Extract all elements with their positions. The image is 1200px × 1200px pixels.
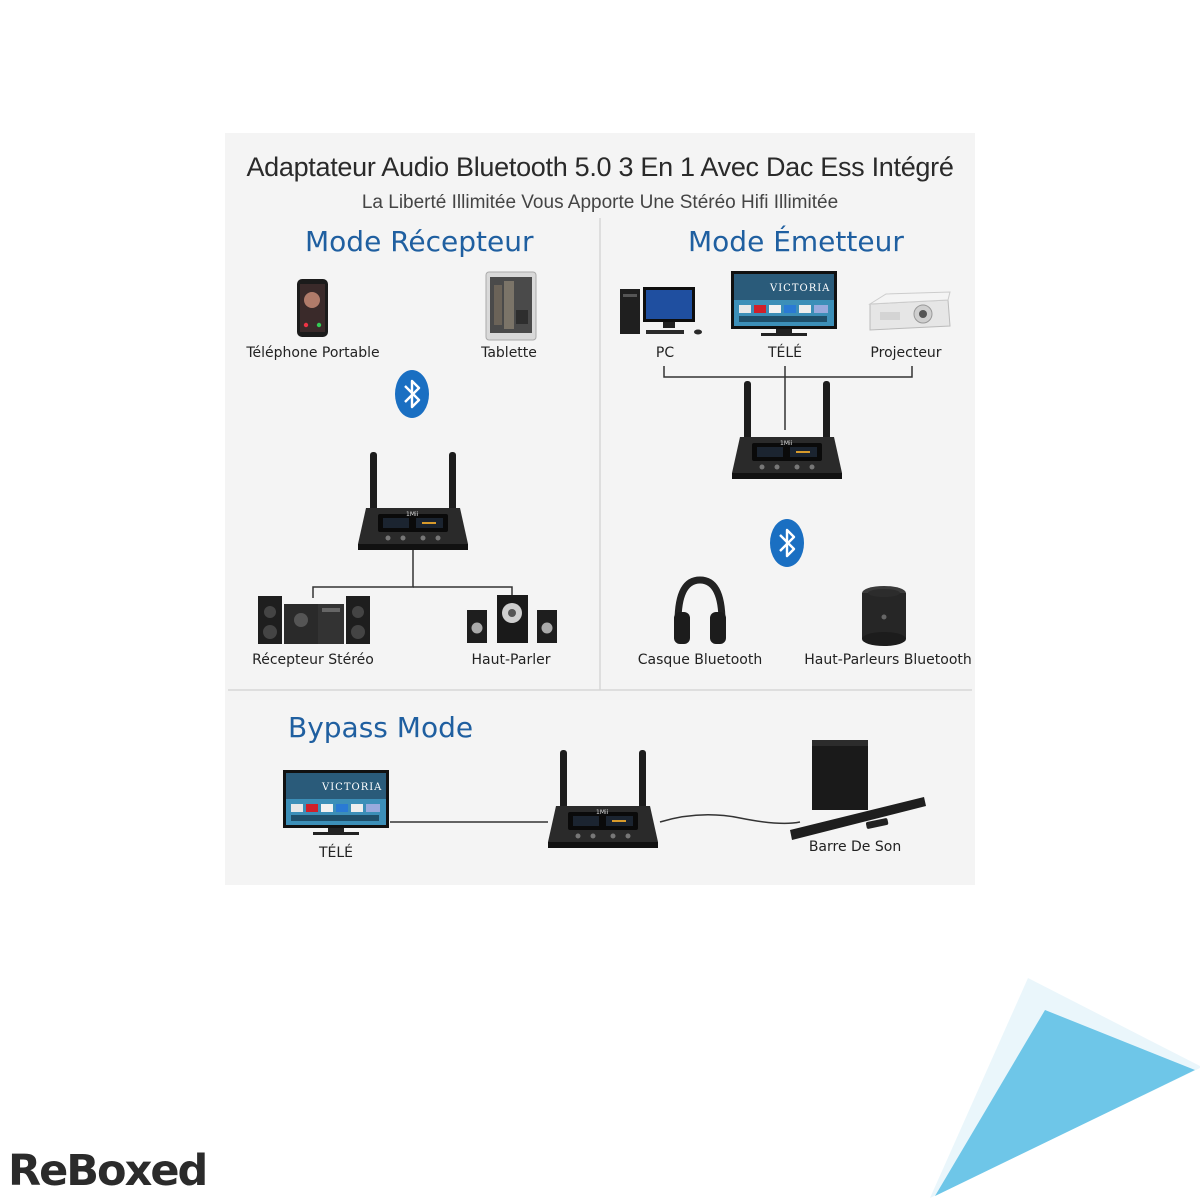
receiver-mode-title: Mode Récepteur — [305, 225, 534, 258]
headphones-icon — [674, 576, 726, 644]
adapter-brand: 1Mii — [406, 511, 419, 518]
label-tablet: Tablette — [481, 345, 537, 361]
label-soundbar: Barre De Son — [808, 839, 902, 855]
transmitter-mode-title: Mode Émetteur — [688, 225, 904, 258]
soundbar-icon — [790, 740, 926, 840]
reboxed-logo: ReBoxed — [8, 1146, 208, 1196]
label-stereo-receiver: Récepteur Stéréo — [252, 652, 374, 668]
label-bypass-tv: TÉLÉ — [318, 845, 354, 861]
adapter-brand: 1Mii — [780, 440, 793, 447]
adapter-icon — [732, 381, 842, 479]
tv-screen-brand: VICTORIA — [322, 782, 383, 793]
connector-line — [663, 366, 913, 378]
page-subtitle: La Liberté Illimitée Vous Apporte Une St… — [361, 192, 839, 213]
adapter-icon — [358, 452, 468, 550]
bluetooth-icon — [393, 368, 431, 420]
connector-line — [659, 814, 801, 825]
adapter-icon — [548, 750, 658, 848]
page-curl-decoration — [930, 978, 1200, 1198]
tv-icon — [731, 271, 837, 336]
label-pc: PC — [655, 345, 675, 361]
projector-icon — [868, 291, 951, 331]
adapter-brand: 1Mii — [596, 809, 609, 816]
stereo-icon — [258, 596, 370, 644]
bluetooth-speaker-icon — [862, 586, 906, 646]
connector-line — [413, 586, 513, 597]
tv-screen-brand: VICTORIA — [770, 283, 831, 294]
label-projector: Projecteur — [870, 345, 942, 361]
tv-icon — [283, 770, 389, 835]
connector-line — [312, 550, 414, 598]
label-bluetooth-headphones: Casque Bluetooth — [637, 652, 763, 668]
smartphone-icon — [297, 279, 328, 337]
label-smartphone: Téléphone Portable — [246, 345, 380, 361]
bypass-mode-title: Bypass Mode — [288, 711, 474, 744]
bluetooth-icon — [768, 517, 806, 569]
pc-icon — [620, 287, 702, 335]
page-title: Adaptateur Audio Bluetooth 5.0 3 En 1 Av… — [246, 152, 954, 182]
tablet-icon — [485, 271, 537, 341]
label-bluetooth-speakers: Haut-Parleurs Bluetooth — [804, 652, 972, 668]
label-speaker: Haut-Parler — [471, 652, 551, 668]
label-tv: TÉLÉ — [767, 345, 803, 361]
speaker-icon — [467, 595, 557, 643]
